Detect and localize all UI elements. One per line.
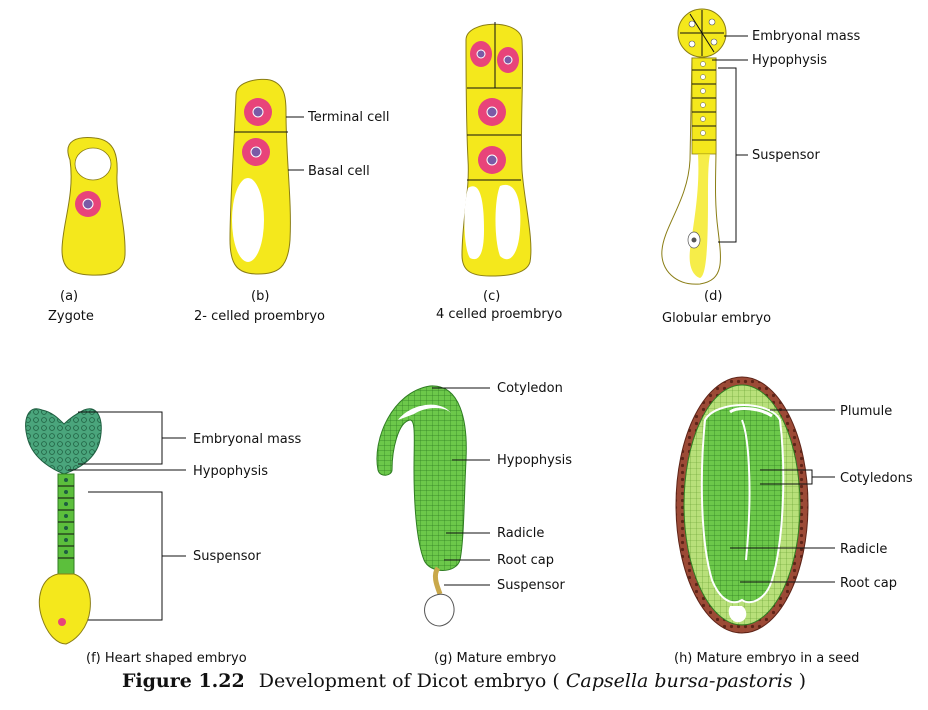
label-hypophysis-d: Hypophysis — [752, 53, 827, 68]
label-suspensor-g: Suspensor — [497, 578, 565, 593]
embryonal-mass — [25, 408, 102, 475]
panel-b-letter: (b) — [251, 289, 269, 304]
panel-h-caption: (h) Mature embryo in a seed — [674, 651, 859, 666]
figure-number: Figure 1.22 — [122, 670, 245, 692]
label-cotyledon-g: Cotyledon — [497, 381, 563, 396]
panel-d-caption: Globular embryo — [662, 311, 771, 326]
figure-title: Development of Dicot embryo ( — [259, 670, 560, 692]
label-basal-cell: Basal cell — [308, 164, 370, 179]
globular-embryo — [661, 8, 727, 285]
mature-embryo — [376, 385, 467, 627]
panel-b-caption: 2- celled proembryo — [194, 309, 325, 324]
figure-caption: Figure 1.22 Development of Dicot embryo … — [122, 670, 806, 692]
heart-shaped-embryo — [25, 408, 102, 645]
figure-species: Capsella bursa-pastoris — [566, 670, 793, 692]
label-radicle-h: Radicle — [840, 542, 887, 557]
mature-embryo-in-seed — [675, 376, 809, 634]
label-embryonal-mass-d: Embryonal mass — [752, 29, 860, 44]
vacuole — [232, 178, 264, 262]
zygote-cell — [61, 137, 126, 276]
two-celled-proembryo — [229, 78, 291, 275]
label-suspensor-f: Suspensor — [193, 549, 261, 564]
panel-g-caption: (g) Mature embryo — [434, 651, 556, 666]
label-embryonal-mass-f: Embryonal mass — [193, 432, 301, 447]
panel-c-letter: (c) — [483, 289, 500, 304]
panel-a-letter: (a) — [60, 289, 78, 304]
four-celled-proembryo — [461, 22, 532, 277]
label-radicle-g: Radicle — [497, 526, 544, 541]
figure-close: ) — [799, 670, 806, 692]
label-hypophysis-g: Hypophysis — [497, 453, 572, 468]
panel-d-letter: (d) — [704, 289, 722, 304]
label-cotyledons-h: Cotyledons — [840, 471, 913, 486]
panel-a-caption: Zygote — [48, 309, 94, 324]
label-plumule-h: Plumule — [840, 404, 892, 419]
label-terminal-cell: Terminal cell — [307, 110, 389, 125]
panel-c-caption: 4 celled proembryo — [436, 307, 562, 322]
label-root-cap-g: Root cap — [497, 553, 554, 568]
label-suspensor-d: Suspensor — [752, 148, 820, 163]
label-root-cap-h: Root cap — [840, 576, 897, 591]
label-hypophysis-f: Hypophysis — [193, 464, 268, 479]
vacuole — [74, 147, 112, 181]
panel-f-caption: (f) Heart shaped embryo — [86, 651, 247, 666]
